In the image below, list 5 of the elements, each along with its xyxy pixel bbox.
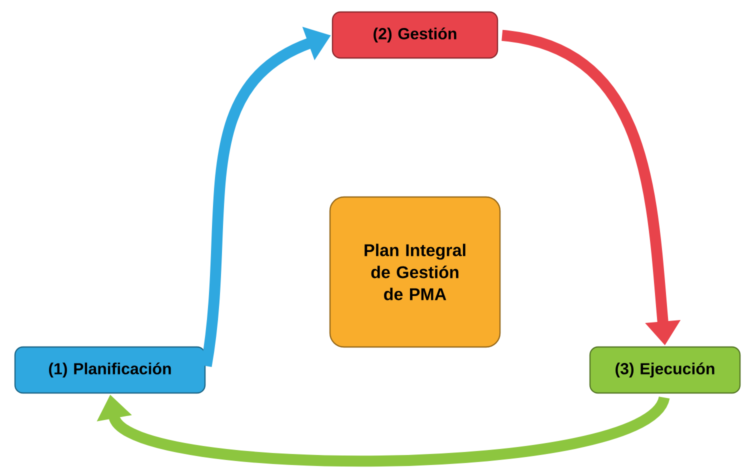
cycle-arrow (96, 394, 669, 466)
center-box: Plan Integral de Gestión de PMA (329, 196, 501, 348)
stage-box: (1) Planificación (14, 346, 206, 394)
stage-box: (3) Ejecución (589, 346, 741, 394)
stage-box: (2) Gestión (332, 11, 498, 59)
